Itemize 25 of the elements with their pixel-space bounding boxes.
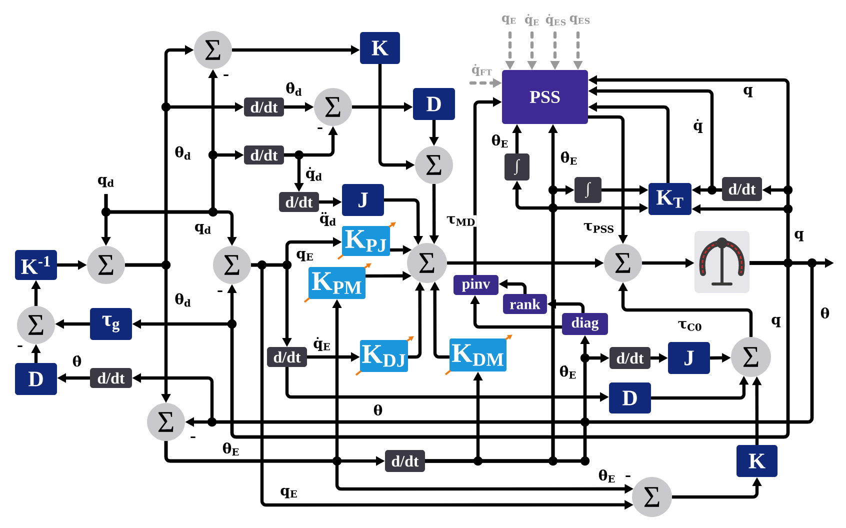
edge-label: θ [819, 306, 831, 320]
edge-label: θ̇$_{d}$ [284, 81, 304, 97]
edge-label: θ̇ [71, 354, 83, 368]
minus-sign: - [18, 346, 22, 348]
edge-label: q$_{d}$ [193, 222, 213, 236]
edge-label: q$_{E}$ [279, 486, 299, 500]
edge-label: θ̇$_{E}$ [559, 150, 579, 166]
edge-label: q̈$_{d}$ [318, 211, 338, 227]
edge-label: θ$_{E}$ [490, 134, 510, 148]
minus-sign: - [626, 476, 630, 478]
edge-label: q [793, 230, 805, 242]
edge-label: q̇$_{ES}$ [544, 13, 568, 27]
edge-label: q$_{E}$ [500, 14, 518, 26]
edge-label: θ$_{E}$ [221, 442, 241, 456]
edge-label: q$_{ES}$ [568, 14, 592, 26]
edge-label: θ$_{d}$ [174, 145, 192, 161]
edge-label: q̇$_{E}$ [524, 13, 540, 27]
edge-label: θ$_{E}$ [597, 468, 617, 484]
minus-sign: - [224, 74, 228, 76]
edge-label: q̇$_{FT}$ [470, 63, 494, 77]
edge-label: q̇$_{d}$ [304, 166, 324, 182]
edge-label: q$_{E}$ [295, 250, 315, 262]
minus-sign: - [318, 128, 322, 130]
edge-label: τ$_{MD}$ [445, 215, 477, 227]
edge-label: q$_{d}$ [96, 176, 116, 188]
